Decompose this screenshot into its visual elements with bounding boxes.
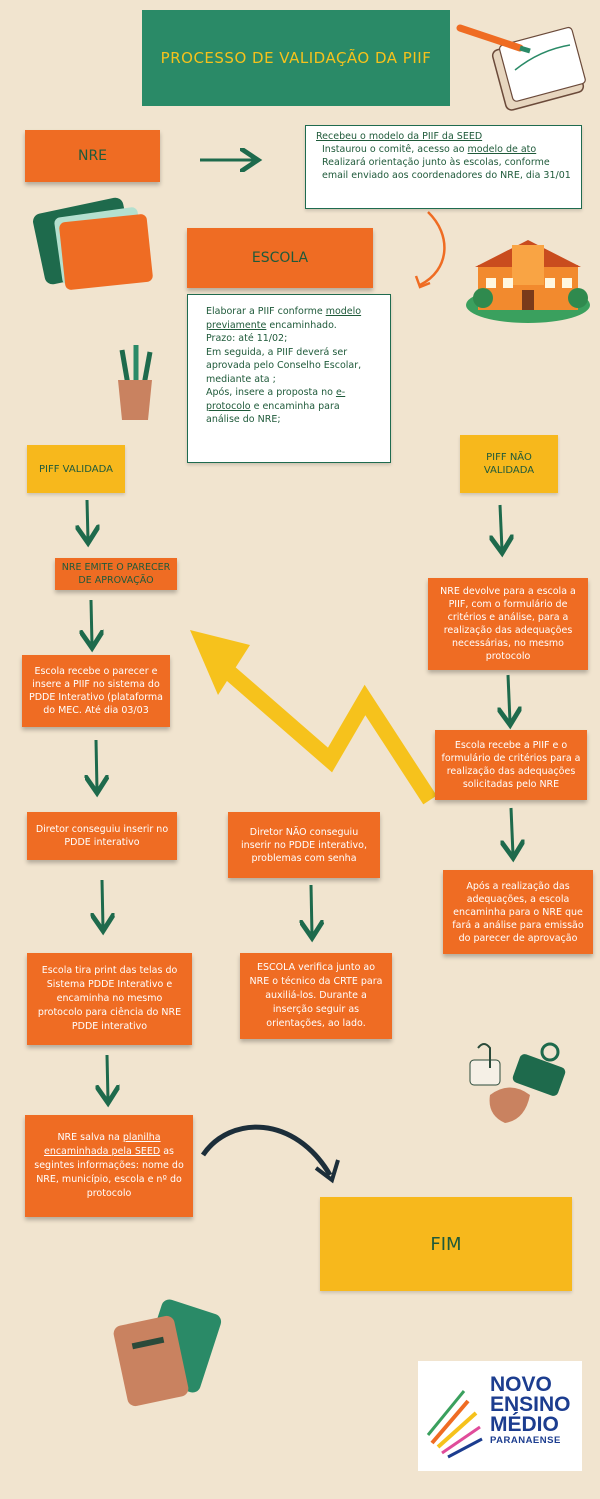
nre-salva-text-1: NRE salva na	[57, 1132, 123, 1143]
escola-verifica-text: ESCOLA verifica junto ao NRE o técnico d…	[249, 962, 383, 1029]
nre-info-box: Recebeu o modelo da PIIF da SEED Instaur…	[305, 125, 582, 209]
fim-box: FIM	[320, 1197, 572, 1291]
escola-info-3: Após, insere a proposta no	[206, 387, 336, 398]
apos-adequacoes-text: Após a realização das adequações, a esco…	[452, 880, 584, 944]
escola-recebe-parecer-box: Escola recebe o parecer e insere a PIIF …	[22, 655, 170, 727]
clips-illustration	[469, 1042, 566, 1123]
arrow-validada-4	[102, 879, 103, 928]
logo-line2: ENSINO	[490, 1393, 571, 1416]
school-illustration	[466, 240, 590, 323]
nre-devolve-box: NRE devolve para a escola a PIIF, com o …	[428, 578, 588, 670]
logo-line1: NOVO	[490, 1373, 552, 1396]
diretor-nao-conseguiu-text: Diretor NÃO conseguiu inserir no PDDE in…	[241, 826, 367, 864]
planilha-link[interactable]: planilha encaminhada pela SEED	[43, 1132, 161, 1157]
nre-label: NRE	[77, 148, 108, 164]
arrow-info-escola	[419, 211, 446, 287]
e-protocolo-link[interactable]: e-protocolo	[206, 387, 346, 412]
piff-nao-validada-label: PIFF NÃO VALIDADA	[483, 452, 535, 476]
arrow-validada-1	[87, 499, 88, 540]
piff-nao-validada-box: PIFF NÃO VALIDADA	[460, 435, 558, 493]
nre-info-line2: Instaurou o comitê, acesso ao	[322, 144, 468, 155]
page-title-text: PROCESSO DE VALIDAÇÃO DA PIIF	[160, 49, 432, 67]
diretor-conseguiu-box: Diretor conseguiu inserir no PDDE intera…	[27, 812, 177, 860]
arrow-to-fim	[200, 1124, 333, 1177]
nre-info-line1[interactable]: Recebeu o modelo da PIIF da SEED	[316, 131, 483, 142]
escola-info-2: Em seguida, a PIIF deverá ser aprovada p…	[206, 346, 362, 385]
arrow-validada-3	[96, 739, 97, 790]
fim-label: FIM	[430, 1233, 462, 1255]
logo-line3: MÉDIO	[490, 1413, 559, 1436]
escola-tira-print-text: Escola tira print das telas do Sistema P…	[37, 965, 182, 1032]
arrow-nao-2	[508, 674, 510, 722]
arrowhead-orange	[414, 275, 431, 289]
modelo-previamente-link[interactable]: modelo previamente	[206, 306, 362, 331]
arrow-validada-2	[91, 599, 92, 645]
books-illustration	[113, 1299, 222, 1407]
arrow-nao-3	[511, 807, 513, 855]
piff-validada-box: PIFF VALIDADA	[27, 445, 125, 493]
apos-adequacoes-box: Após a realização das adequações, a esco…	[443, 870, 593, 954]
arrowhead-fim	[314, 1159, 340, 1184]
nre-devolve-text: NRE devolve para a escola a PIIF, com o …	[440, 586, 576, 662]
arrow-validada-5	[107, 1054, 108, 1100]
escola-recebe-parecer-text: Escola recebe o parecer e insere a PIIF …	[28, 666, 164, 716]
escola-tira-print-box: Escola tira print das telas do Sistema P…	[27, 953, 192, 1045]
diretor-nao-conseguiu-box: Diretor NÃO conseguiu inserir no PDDE in…	[228, 812, 380, 878]
nre-salva-text-2: as segintes informações: nome do NRE, mu…	[34, 1146, 184, 1199]
notebook-pen-illustration	[456, 24, 586, 111]
escola-label: ESCOLA	[251, 250, 309, 266]
escola-info-1b: encaminhado.	[266, 319, 337, 331]
escola-box: ESCOLA	[187, 228, 373, 288]
escola-info-box: Elaborar a PIIF conforme modelo previame…	[187, 294, 391, 463]
arrow-nao-1	[500, 504, 502, 550]
escola-info-1: Elaborar a PIIF conforme	[206, 306, 326, 317]
page-title: PROCESSO DE VALIDAÇÃO DA PIIF	[142, 10, 450, 106]
logo-line4: PARANAENSE	[490, 1435, 561, 1446]
nre-salva-box: NRE salva na planilha encaminhada pela S…	[25, 1115, 193, 1217]
nre-box: NRE	[25, 130, 160, 182]
logo-brush-strokes-icon	[426, 1390, 483, 1459]
escola-recebe-piif-text: Escola recebe a PIIF e o formulário de c…	[441, 740, 581, 790]
nre-info-line3: Realizará orientação junto às escolas, c…	[322, 157, 571, 181]
zigzag-return-arrow	[190, 630, 437, 805]
escola-recebe-piif-box: Escola recebe a PIIF e o formulário de c…	[435, 730, 587, 800]
escola-verifica-box: ESCOLA verifica junto ao NRE o técnico d…	[240, 953, 392, 1039]
piff-validada-label: PIFF VALIDADA	[39, 463, 113, 475]
diretor-conseguiu-text: Diretor conseguiu inserir no PDDE intera…	[35, 824, 169, 848]
escola-info-3b: e encaminha para análise do NRE;	[206, 400, 340, 426]
escola-prazo: Prazo: até 11/02;	[206, 333, 288, 344]
modelo-ato-link[interactable]: modelo de ato	[467, 144, 537, 155]
folders-illustration	[33, 197, 153, 290]
pencil-cup-illustration	[118, 345, 153, 420]
nre-emite-parecer-text: NRE EMITE O PARECER DE APROVAÇÃO	[61, 562, 171, 586]
arrow-fail-1	[311, 884, 312, 935]
novo-ensino-medio-logo: NOVO ENSINO MÉDIO PARANAENSE	[418, 1361, 582, 1471]
nre-emite-parecer-box: NRE EMITE O PARECER DE APROVAÇÃO	[55, 558, 177, 590]
